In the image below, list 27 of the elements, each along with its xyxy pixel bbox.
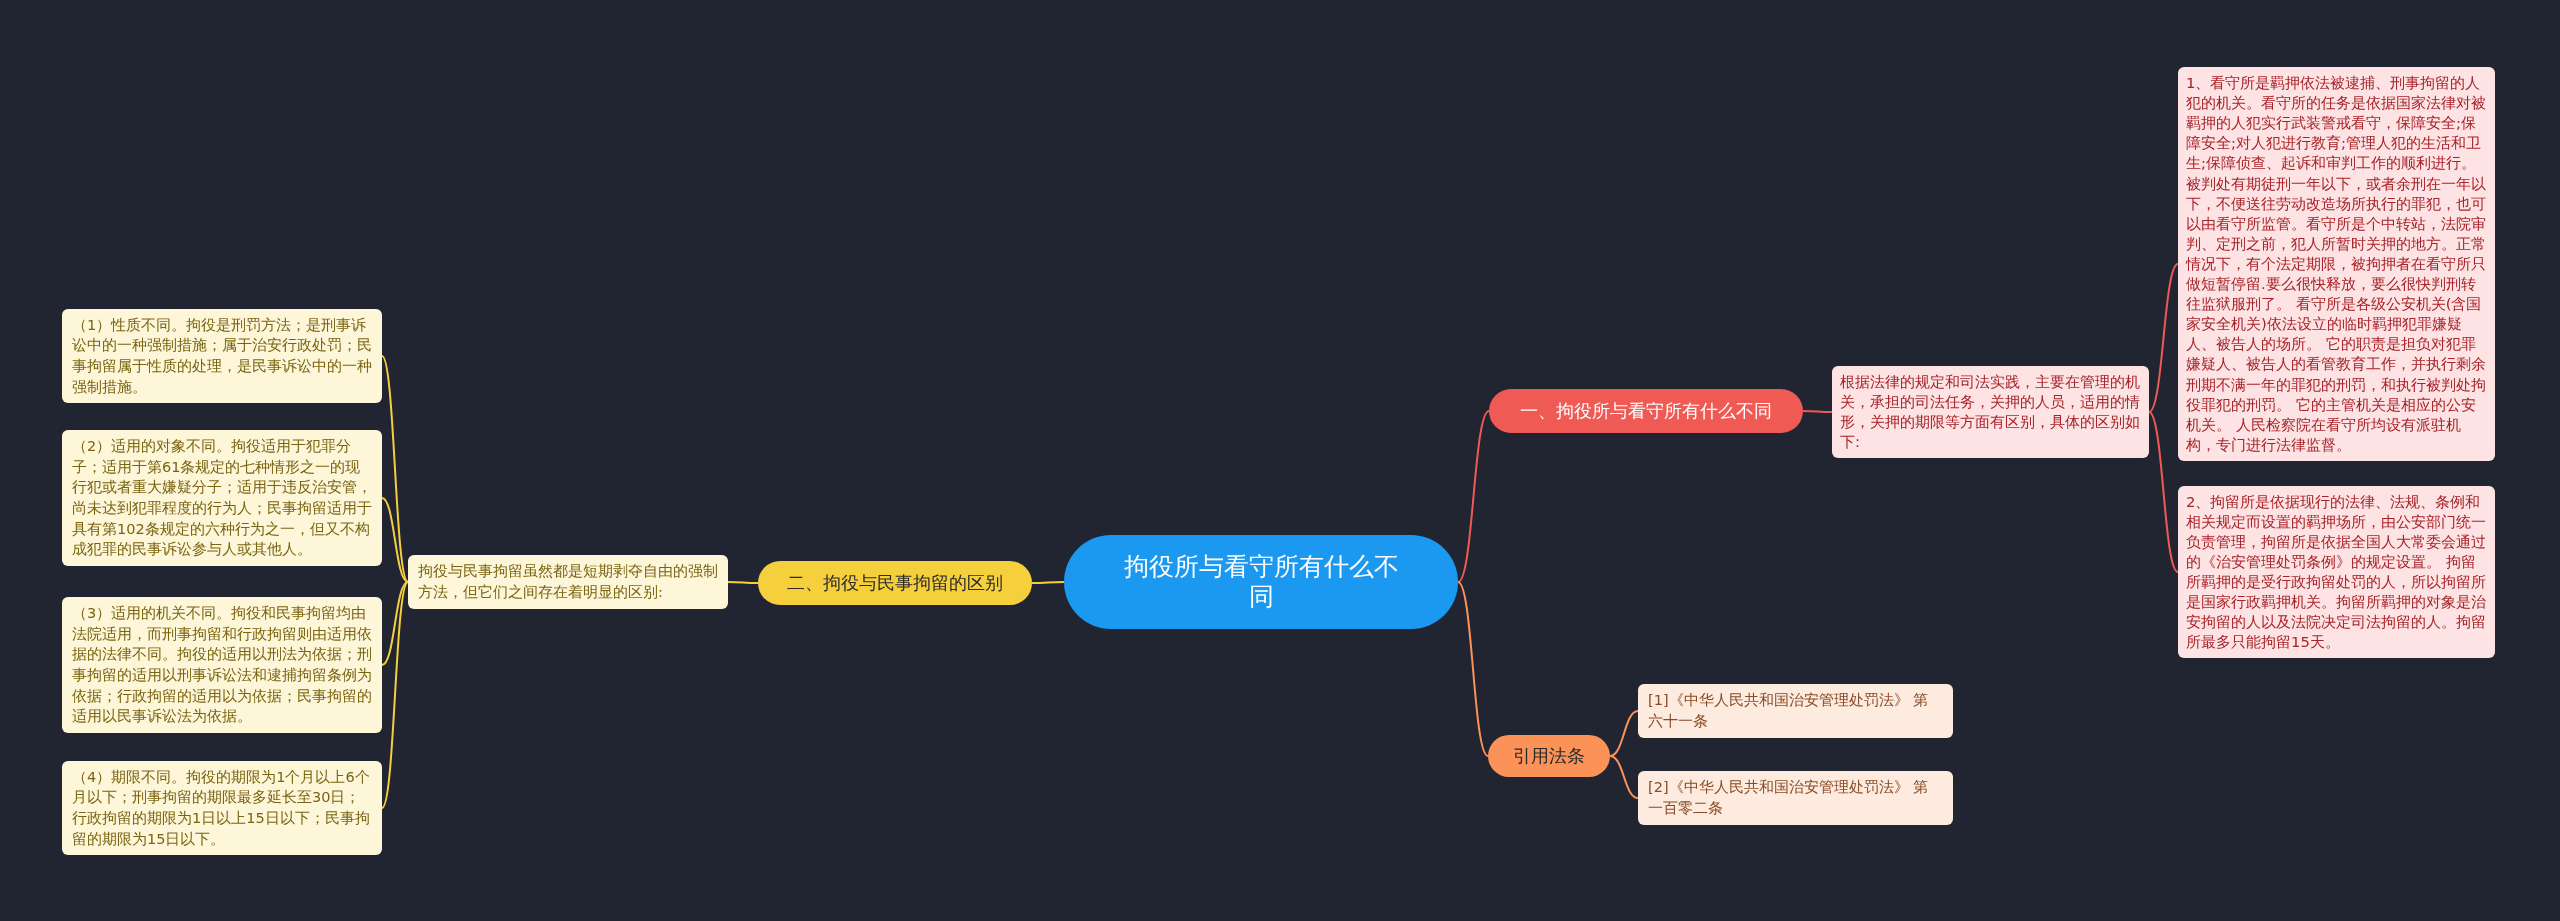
note-card: [1]《中华人民共和国治安管理处罚法》 第六十一条 (1638, 684, 1953, 738)
connector-line (1031, 581, 1065, 584)
connector-line (381, 581, 409, 809)
connector-line (1457, 410, 1490, 583)
connector-line (727, 581, 759, 584)
connector-line (1609, 710, 1639, 757)
central-topic: 拘役所与看守所有什么不同 (1064, 535, 1458, 629)
note-card: （1）性质不同。拘役是刑罚方法；是刑事诉讼中的一种强制措施；属于治安行政处罚；民事拘留属于性质的处理，是民事诉讼中的一种强制措施。 (62, 308, 382, 404)
branch-topic: 一、拘役所与看守所有什么不同 (1489, 389, 1803, 433)
branch-topic: 二、拘役与民事拘留的区别 (758, 561, 1032, 605)
connector-line (2148, 263, 2179, 413)
connector-line (1457, 581, 1489, 757)
note-card: 根据法律的规定和司法实践，主要在管理的机关，承担的司法任务，关押的人员，适用的情形，关押的期限等方面有区别，具体的区别如下: (1832, 365, 2149, 459)
note-card: （4）期限不同。拘役的期限为1个月以上6个月以下；刑事拘留的期限最多延长至30日；行政拘留的期限为1日以上15日以下；民事拘留的期限为15日以下。 (62, 760, 382, 856)
note-card: （2）适用的对象不同。拘役适用于犯罪分子；适用于第61条规定的七种情形之一的现行犯或者重大嫌疑分子；适用于违反治安管，尚未达到犯罪程度的行为人；民事拘留适用于具有第102条规定的六种行为之一，但又不构成犯罪的民事诉讼参与人或其他人。 (62, 430, 382, 566)
connector-line (381, 355, 409, 583)
note-card: [2]《中华人民共和国治安管理处罚法》 第一百零二条 (1638, 771, 1953, 825)
connector-line (2148, 411, 2179, 573)
note-card: （3）适用的机关不同。拘役和民事拘留均由法院适用，而刑事拘留和行政拘留则由适用依据的法律不同。拘役的适用以刑法为依据；刑事拘留的适用以刑事诉讼法和逮捕拘留条例为依据；行政拘留的适用以为依据；民事拘留的适用以民事诉讼法为依据。 (62, 597, 382, 733)
connector-line (1609, 755, 1639, 799)
connector-line (381, 581, 409, 666)
note-card: 2、拘留所是依据现行的法律、法规、条例和相关规定而设置的羁押场所，由公安部门统一负责管理，拘留所是依据全国人大常委会通过的《治安管理处罚条例》的规定设置。 拘留所羁押的是受行政拘留处罚的人，所以拘留所是国家行政羁押机关。拘留所羁押的对象是治安拘留的人以及法院决定司法拘留的人。拘留所最多只能拘留15天。 (2178, 485, 2495, 659)
note-card: 拘役与民事拘留虽然都是短期剥夺自由的强制方法，但它们之间存在着明显的区别: (408, 555, 728, 609)
connector-line (1802, 410, 1833, 413)
branch-topic: 引用法条 (1488, 735, 1610, 777)
note-card: 1、看守所是羁押依法被逮捕、刑事拘留的人犯的机关。看守所的任务是依据国家法律对被羁押的人犯实行武装警戒看守，保障安全;保障安全;对人犯进行教育;管理人犯的生活和卫生;保障侦查、起诉和审判工作的顺利进行。被判处有期徒刑一年以下，或者余刑在一年以下，不便送往劳动改造场所执行的罪犯，也可以由看守所监管。看守所是个中转站，法院审判、定刑之前，犯人所暂时关押的地方。正常情况下，有个法定期限，被拘押者在看守所只做短暂停留.要么很快释放，要么很快判刑转往监狱服刑了。 看守所是各级公安机关(含国家安全机关)依法设立的临时羁押犯罪嫌疑人、被告人的场所。 它的职责是担负对犯罪嫌疑人、被告人的看管教育工作，并执行剩余刑期不满一年的罪犯的刑罚，和执行被判处拘役罪犯的刑罚。 它的主管机关是相应的公安机关。 人民检察院在看守所均设有派驻机构，专门进行法律监督。 (2178, 66, 2495, 462)
connector-line (381, 497, 409, 583)
